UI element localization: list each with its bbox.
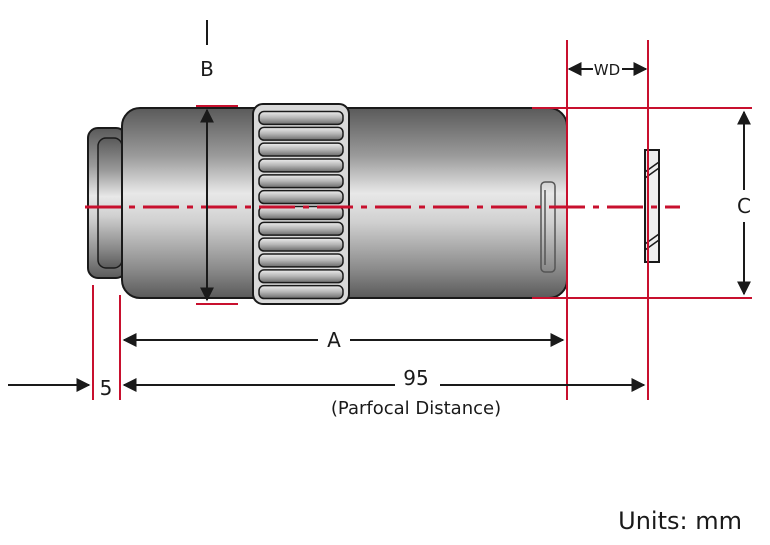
focus-ring-rib: [258, 221, 344, 236]
focus-ring: [252, 103, 350, 305]
dimension-b: B: [200, 20, 214, 302]
label-b: B: [200, 57, 214, 81]
focus-ring-rib: [258, 205, 344, 221]
focus-ring-rib: [258, 142, 344, 157]
front-tip-detail: [540, 181, 556, 273]
units-label: Units: mm: [618, 507, 742, 535]
dimension-5: 5: [8, 376, 112, 400]
dimension-c: C: [737, 110, 751, 296]
extension-lines: [92, 40, 752, 400]
label-parfocal-distance: (Parfocal Distance): [331, 398, 501, 419]
focus-ring-rib: [258, 158, 344, 173]
focus-ring-rib: [258, 189, 344, 205]
focus-ring-ribs: [258, 110, 344, 300]
thread-inner: [97, 137, 123, 269]
focus-ring-rib: [258, 284, 344, 300]
focus-ring-rib: [258, 126, 344, 141]
focus-ring-rib: [258, 253, 344, 268]
label-a: A: [327, 328, 341, 352]
dimension-wd: WD: [567, 61, 648, 79]
label-5: 5: [100, 376, 113, 400]
focus-ring-rib: [258, 110, 344, 126]
label-95: 95: [403, 366, 428, 390]
label-wd: WD: [594, 61, 620, 79]
focus-ring-rib: [258, 174, 344, 189]
dimension-95: 95 (Parfocal Distance): [122, 366, 646, 419]
focus-ring-rib: [258, 237, 344, 252]
label-c: C: [737, 194, 751, 218]
dimension-a: A: [122, 328, 565, 352]
focus-ring-rib: [258, 269, 344, 284]
